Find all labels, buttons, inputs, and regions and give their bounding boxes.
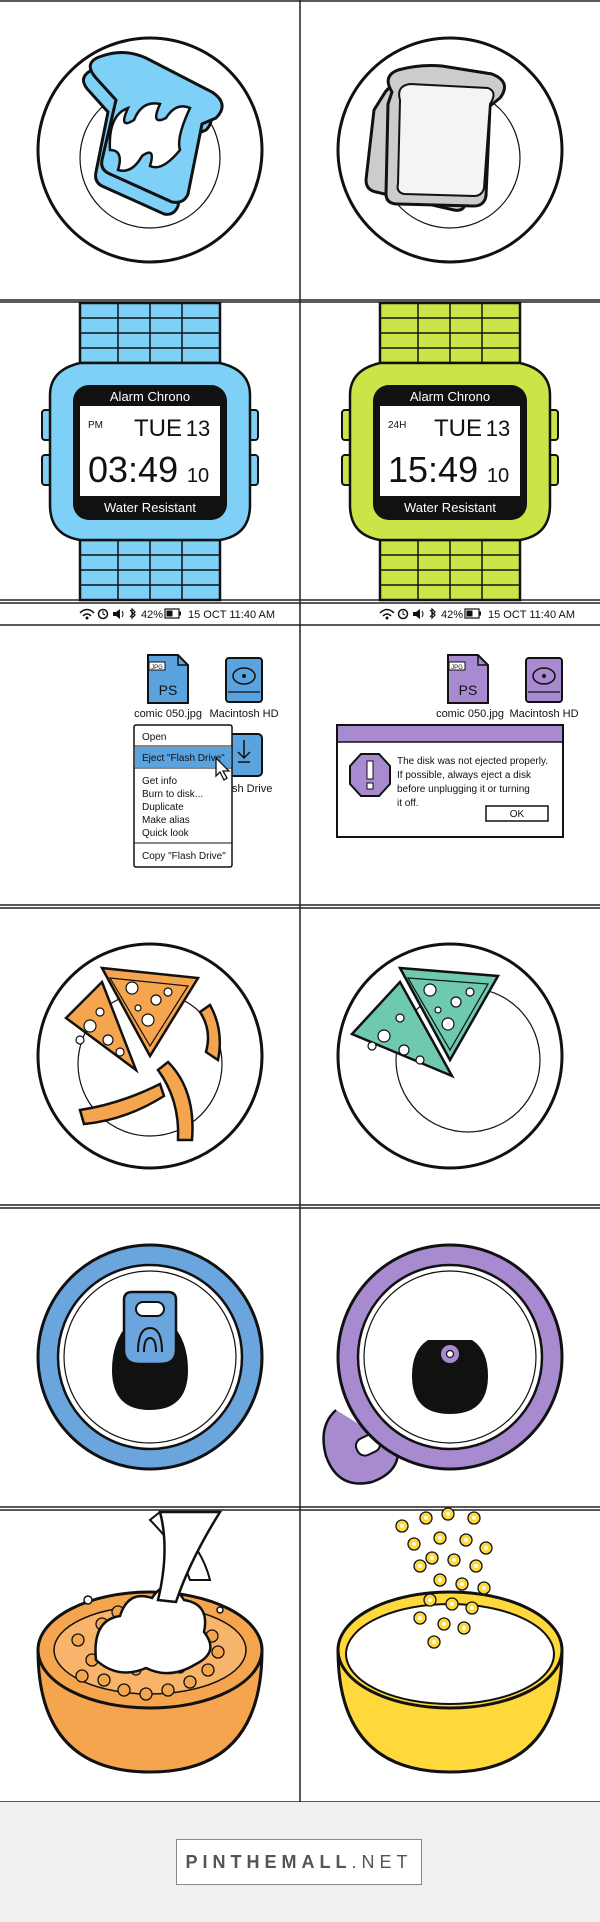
- comic-panels: Alarm Chrono PM TUE 13 03:49 10 Water Re…: [0, 0, 600, 1802]
- dialog-line-3: before unplugging it or turning: [397, 784, 530, 795]
- file-icon-jpg[interactable]: JPG PS comic 050.jpg: [436, 654, 504, 720]
- can-left-panel: [36, 1243, 264, 1471]
- menubar-right: 42% 15 OCT 11:40 AM: [300, 607, 600, 626]
- pizza-left-panel: [36, 942, 264, 1170]
- can-opening: [412, 1340, 488, 1414]
- menu-item-burn[interactable]: Burn to disk...: [142, 789, 203, 800]
- file-label: comic 050.jpg: [134, 708, 202, 720]
- watch-footer: Water Resistant: [104, 500, 196, 515]
- flash-drive-icon[interactable]: sh Drive: [225, 733, 272, 795]
- wifi-icon: [379, 608, 395, 617]
- file-label: comic 050.jpg: [436, 708, 504, 720]
- milk-splash: [94, 1585, 212, 1675]
- dialog-line-1: The disk was not ejected properly.: [397, 756, 548, 767]
- svg-text:JPG: JPG: [451, 665, 463, 671]
- can-right-panel: [322, 1243, 564, 1485]
- watch-left-panel: Alarm Chrono PM TUE 13 03:49 10 Water Re…: [41, 301, 259, 602]
- file-icon-jpg[interactable]: JPG PS comic 050.jpg: [134, 654, 202, 720]
- watch-time: 15:49: [388, 449, 478, 490]
- bluetooth-icon: [129, 607, 136, 620]
- menubar-left: 42% 15 OCT 11:40 AM: [0, 607, 300, 626]
- wifi-icon: [79, 608, 95, 617]
- pizza-right-panel: [336, 942, 564, 1170]
- watch-mode: 24H: [388, 420, 406, 431]
- dialog-line-4: it off.: [397, 798, 419, 809]
- pinthemall-logo[interactable]: PINTHEMALL.NET: [167, 1839, 422, 1896]
- clock-icon: [97, 608, 109, 620]
- clock-icon: [397, 608, 409, 620]
- watch-day: TUE: [134, 415, 182, 442]
- menubar-datetime: 15 OCT 11:40 AM: [488, 609, 575, 621]
- milk-stream: [156, 1510, 223, 1604]
- menu-item-copy[interactable]: Copy "Flash Drive": [142, 851, 226, 862]
- watch-date: 13: [186, 416, 210, 441]
- watch-date: 13: [486, 416, 510, 441]
- battery-percent: 42%: [141, 609, 163, 621]
- watch-right-panel: Alarm Chrono 24H TUE 13 15:49 10 Water R…: [341, 301, 559, 602]
- comic-grid: Alarm Chrono PM TUE 13 03:49 10 Water Re…: [0, 0, 600, 1802]
- panel-frames: [0, 0, 600, 1802]
- battery-percent: 42%: [441, 609, 463, 621]
- logo-text: PINTHEMALL.NET: [185, 1851, 413, 1872]
- watch-seconds: 10: [487, 465, 509, 487]
- watch-brand: Alarm Chrono: [410, 389, 490, 404]
- ok-button-label: OK: [510, 809, 525, 820]
- menu-item-duplicate[interactable]: Duplicate: [142, 802, 184, 813]
- drive-label: Macintosh HD: [209, 708, 278, 720]
- alert-dialog: The disk was not ejected properly. If po…: [336, 724, 564, 838]
- watch-day: TUE: [434, 415, 482, 442]
- menu-item-get-info[interactable]: Get info: [142, 776, 177, 787]
- desktop-right: JPG PS comic 050.jpg Macintosh HD The di…: [336, 654, 579, 838]
- watch-footer: Water Resistant: [404, 500, 496, 515]
- menu-item-open[interactable]: Open: [142, 732, 166, 743]
- drive-label: Macintosh HD: [509, 708, 578, 720]
- svg-text:JPG: JPG: [151, 665, 163, 671]
- watch-mode: PM: [88, 420, 103, 431]
- footer: PINTHEMALL.NET: [0, 1802, 600, 1922]
- hard-drive-icon[interactable]: Macintosh HD: [209, 657, 279, 720]
- dialog-line-2: If possible, always eject a disk: [397, 770, 532, 781]
- context-menu: Open Eject "Flash Drive" Get info Burn t…: [133, 724, 233, 868]
- svg-text:PS: PS: [459, 682, 478, 698]
- watch-time: 03:49: [88, 449, 178, 490]
- milk-surface: [345, 1603, 555, 1705]
- desktop-left: JPG PS comic 050.jpg Macintosh HD sh Dri…: [133, 654, 279, 868]
- menu-item-eject[interactable]: Eject "Flash Drive": [142, 753, 225, 764]
- hard-drive-icon[interactable]: Macintosh HD: [509, 657, 579, 720]
- bowl-left-panel: [36, 1510, 264, 1774]
- ok-button[interactable]: [485, 805, 549, 822]
- volume-icon: [413, 609, 420, 619]
- menu-item-quick-look[interactable]: Quick look: [142, 828, 190, 839]
- watch-brand: Alarm Chrono: [110, 389, 190, 404]
- flash-drive-label: sh Drive: [232, 783, 272, 795]
- mouse-cursor-icon: [215, 756, 231, 781]
- volume-icon: [113, 609, 120, 619]
- svg-text:PS: PS: [159, 682, 178, 698]
- bowl-right-panel: [336, 1507, 564, 1774]
- toast-left-panel: [36, 36, 264, 264]
- bluetooth-icon: [429, 607, 436, 620]
- cereal-holes: [400, 1512, 488, 1644]
- menu-item-make-alias[interactable]: Make alias: [142, 815, 190, 826]
- watch-seconds: 10: [187, 465, 209, 487]
- toast-right-panel: [336, 36, 564, 264]
- menubar-datetime: 15 OCT 11:40 AM: [188, 609, 275, 621]
